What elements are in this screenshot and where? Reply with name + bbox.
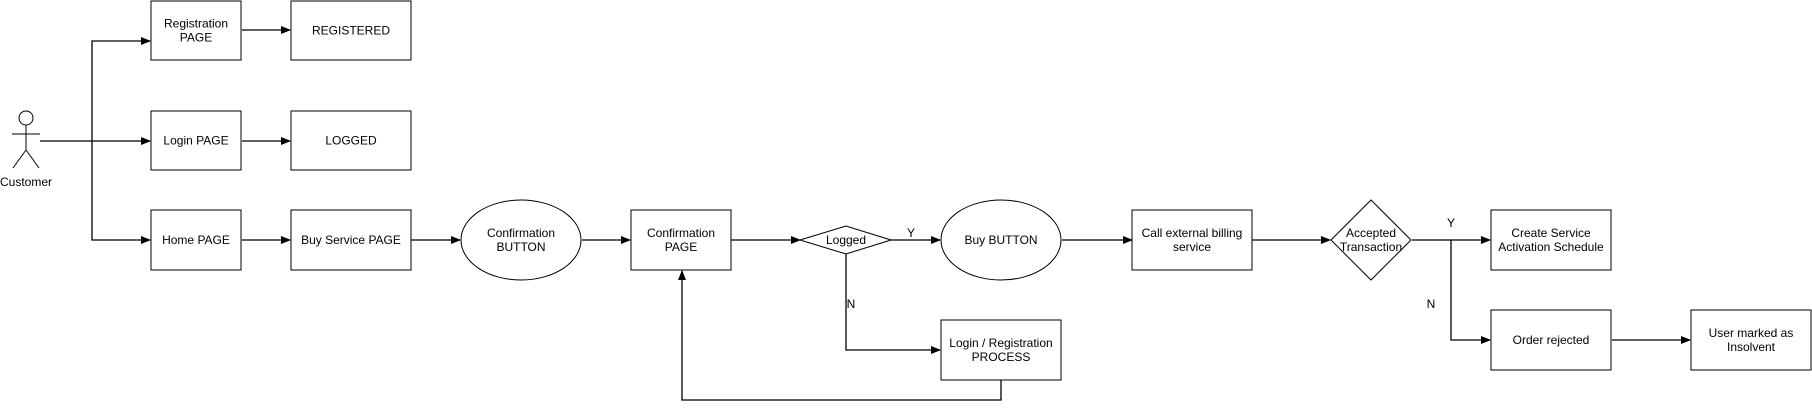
node-label: Logged bbox=[826, 233, 866, 247]
login-page-node[interactable]: Login PAGE bbox=[150, 110, 242, 171]
node-label-line: Buy Service PAGE bbox=[301, 233, 401, 247]
node-label-line: LOGGED bbox=[325, 134, 377, 148]
node-label-line: service bbox=[1173, 240, 1211, 254]
node-label: Home PAGE bbox=[162, 233, 230, 247]
registered-node[interactable]: REGISTERED bbox=[290, 0, 412, 61]
node-label: Login PAGE bbox=[163, 134, 228, 148]
node-label-line: Activation Schedule bbox=[1498, 240, 1604, 254]
home-page-node[interactable]: Home PAGE bbox=[150, 209, 242, 271]
node-label: LOGGED bbox=[325, 134, 377, 148]
stick-figure-icon bbox=[12, 110, 40, 169]
logged-yes-label: Y bbox=[907, 226, 915, 240]
node-label-line: Confirmation bbox=[647, 226, 715, 240]
accepted-no-label: N bbox=[1427, 297, 1436, 311]
edge-logged-no-to-login-process bbox=[845, 254, 941, 354]
node-label: Order rejected bbox=[1513, 333, 1590, 347]
node-label-line: PROCESS bbox=[972, 350, 1031, 364]
edge-accepted-no-to-rejected bbox=[1450, 240, 1491, 344]
node-label-line: Login / Registration bbox=[949, 336, 1052, 350]
buy-button-node[interactable]: Buy BUTTON bbox=[940, 199, 1062, 281]
accepted-yes-label: Y bbox=[1447, 216, 1455, 230]
logged-no-label: N bbox=[847, 297, 856, 311]
node-label-line: Buy BUTTON bbox=[964, 233, 1037, 247]
edges bbox=[40, 26, 1691, 401]
node-label: Buy Service PAGE bbox=[301, 233, 401, 247]
buy-service-page-node[interactable]: Buy Service PAGE bbox=[290, 209, 412, 271]
node-label-line: User marked as bbox=[1709, 326, 1794, 340]
node-label-line: Call external billing bbox=[1142, 226, 1243, 240]
node-label-line: Transaction bbox=[1340, 240, 1402, 254]
node-label-line: Login PAGE bbox=[163, 134, 228, 148]
customer-label: Customer bbox=[0, 175, 52, 189]
node-label-line: Home PAGE bbox=[162, 233, 230, 247]
logged-decision-node[interactable]: Logged bbox=[798, 225, 893, 255]
logged-state-node[interactable]: LOGGED bbox=[290, 110, 412, 171]
node-label-line: Insolvent bbox=[1727, 340, 1776, 354]
edge-login-process-back-to-confirmation bbox=[678, 270, 1002, 401]
node-label-line: Accepted bbox=[1346, 226, 1396, 240]
node-label-line: BUTTON bbox=[496, 240, 545, 254]
node-label-line: PAGE bbox=[665, 240, 697, 254]
node-label-line: Create Service bbox=[1511, 226, 1591, 240]
edge-customer-to-registration bbox=[91, 37, 151, 141]
node-label-line: Order rejected bbox=[1513, 333, 1590, 347]
order-rejected-node[interactable]: Order rejected bbox=[1490, 309, 1612, 371]
node-label-line: REGISTERED bbox=[312, 24, 390, 38]
node-label-line: Registration bbox=[164, 17, 228, 31]
customer-actor[interactable]: Customer bbox=[0, 110, 52, 189]
node-label: Buy BUTTON bbox=[964, 233, 1037, 247]
node-label-line: PAGE bbox=[180, 31, 212, 45]
node-label: REGISTERED bbox=[312, 24, 390, 38]
node-label-line: Confirmation bbox=[487, 226, 555, 240]
edge-customer-to-home bbox=[91, 141, 151, 244]
node-label-line: Logged bbox=[826, 233, 866, 247]
